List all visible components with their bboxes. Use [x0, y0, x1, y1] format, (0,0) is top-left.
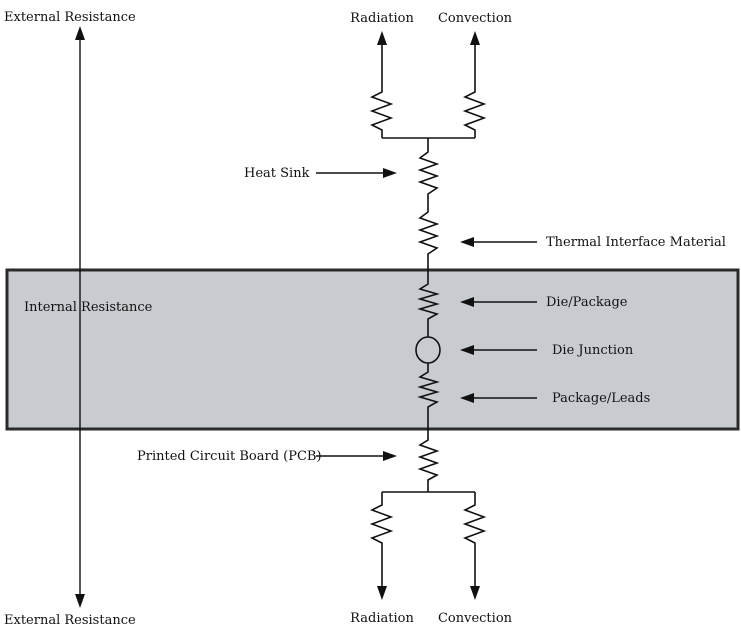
- main-resistor-chain-upper: [417, 138, 440, 338]
- die-package-pointer: [460, 297, 537, 307]
- radiation-bottom-resistor: [369, 492, 394, 590]
- thermal-interface-pointer: [460, 237, 537, 247]
- internal-resistance-label: Internal Resistance: [24, 300, 153, 315]
- die-junction-pointer: [460, 345, 537, 355]
- convection-top-resistor: [462, 44, 487, 138]
- heat-sink-pointer: [316, 168, 397, 178]
- radiation-bottom-label: Radiation: [350, 611, 414, 626]
- pcb-pointer: [316, 451, 397, 461]
- internal-resistance-region: [5, 268, 740, 431]
- die-junction-label: Die Junction: [552, 343, 634, 358]
- external-resistance-top-label: External Resistance: [4, 10, 136, 25]
- main-resistor-chain-lower: [417, 363, 440, 492]
- die-junction-node: [415, 336, 441, 364]
- radiation-top-resistor: [369, 44, 394, 138]
- external-resistance-double-arrow: [75, 26, 85, 608]
- convection-bottom-label: Convection: [438, 611, 513, 626]
- package-leads-label: Package/Leads: [552, 391, 650, 406]
- bottom-branch-network: [369, 491, 487, 600]
- external-resistance-bottom-label: External Resistance: [4, 613, 136, 628]
- convection-bottom-arrowhead: [470, 586, 480, 600]
- die-package-label: Die/Package: [546, 295, 628, 310]
- package-leads-pointer: [460, 393, 537, 403]
- convection-bottom-resistor: [462, 492, 487, 590]
- pcb-label: Printed Circuit Board (PCB): [137, 449, 322, 464]
- radiation-top-label: Radiation: [350, 11, 414, 26]
- convection-top-label: Convection: [438, 11, 513, 26]
- radiation-bottom-arrowhead: [377, 586, 387, 600]
- thermal-interface-material-label: Thermal Interface Material: [546, 235, 726, 250]
- heat-sink-label: Heat Sink: [244, 166, 310, 181]
- radiation-top-arrowhead: [377, 31, 387, 45]
- convection-top-arrowhead: [470, 31, 480, 45]
- top-branch-network: [369, 31, 487, 139]
